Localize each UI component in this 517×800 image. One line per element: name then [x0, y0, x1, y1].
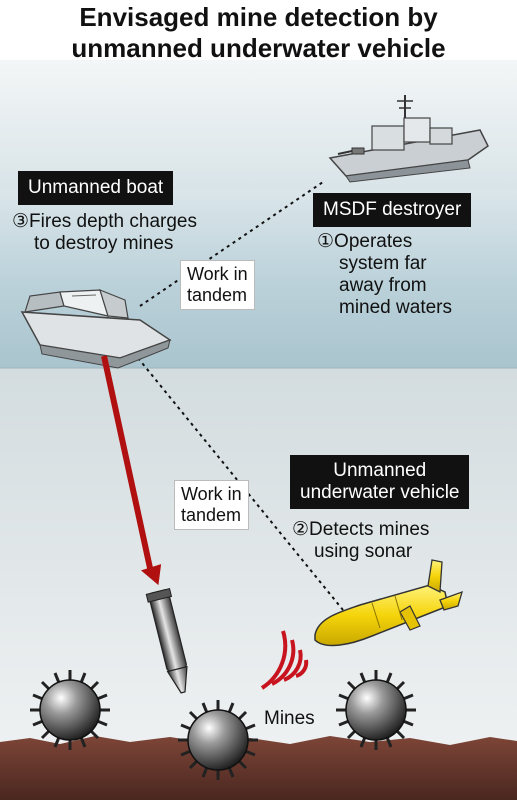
unmanned-boat-heading: Unmanned boat — [18, 171, 174, 205]
sonar-waves-icon — [260, 630, 309, 690]
uuv-heading: Unmanned underwater vehicle — [290, 455, 470, 509]
destroyer-heading: MSDF destroyer — [313, 193, 472, 227]
title-line-2: unmanned underwater vehicle — [71, 33, 446, 63]
depth-charge-icon — [145, 587, 188, 694]
mine-icon — [178, 700, 258, 780]
fire-arrow-head-icon — [140, 564, 162, 586]
tandem-line-boat-destroyer — [139, 181, 324, 307]
step-number-2: ② — [292, 518, 310, 540]
title-line-1: Envisaged mine detection by — [79, 2, 438, 32]
uuv-heading-line-2: underwater vehicle — [300, 482, 460, 503]
unmanned-boat-step: ③Fires depth charges to destroy mines — [12, 210, 197, 255]
destroyer-step-line-1: Operates — [334, 231, 413, 252]
fire-arrow — [101, 355, 153, 569]
tandem-upper-line-1: Work in — [187, 264, 248, 284]
tandem-upper-line-2: tandem — [187, 285, 248, 305]
tandem-lower-line-1: Work in — [181, 484, 242, 504]
unmanned-boat-icon — [20, 288, 172, 369]
destroyer-step-line-2: system far — [339, 253, 427, 274]
uuv-step-line-2: using sonar — [314, 541, 413, 562]
scene-illustration — [0, 60, 517, 800]
destroyer-step: ①Operates system far away from mined wat… — [317, 230, 452, 319]
tandem-lower-line-2: tandem — [181, 505, 242, 525]
unmanned-boat-step-line-2: to destroy mines — [34, 233, 174, 254]
destroyer-ship-icon — [328, 95, 489, 183]
destroyer-step-line-4: mined waters — [339, 297, 452, 318]
uuv-step: ②Detects mines using sonar — [292, 518, 429, 563]
destroyer-step-line-3: away from — [339, 275, 427, 296]
unmanned-boat-step-line-1: Fires depth charges — [29, 211, 197, 232]
tandem-label-upper: Work in tandem — [180, 260, 255, 310]
mine-icon — [30, 670, 110, 750]
step-number-3: ③ — [12, 210, 30, 232]
seabed — [0, 736, 517, 800]
uuv-icon — [314, 559, 463, 647]
diagram-title: Envisaged mine detection by unmanned und… — [0, 2, 517, 64]
tandem-label-lower: Work in tandem — [174, 480, 249, 530]
mine-icon — [336, 670, 416, 750]
step-number-1: ① — [317, 230, 335, 252]
uuv-step-line-1: Detects mines — [309, 519, 430, 540]
uuv-heading-line-1: Unmanned — [333, 460, 427, 481]
mines-label: Mines — [264, 708, 315, 729]
